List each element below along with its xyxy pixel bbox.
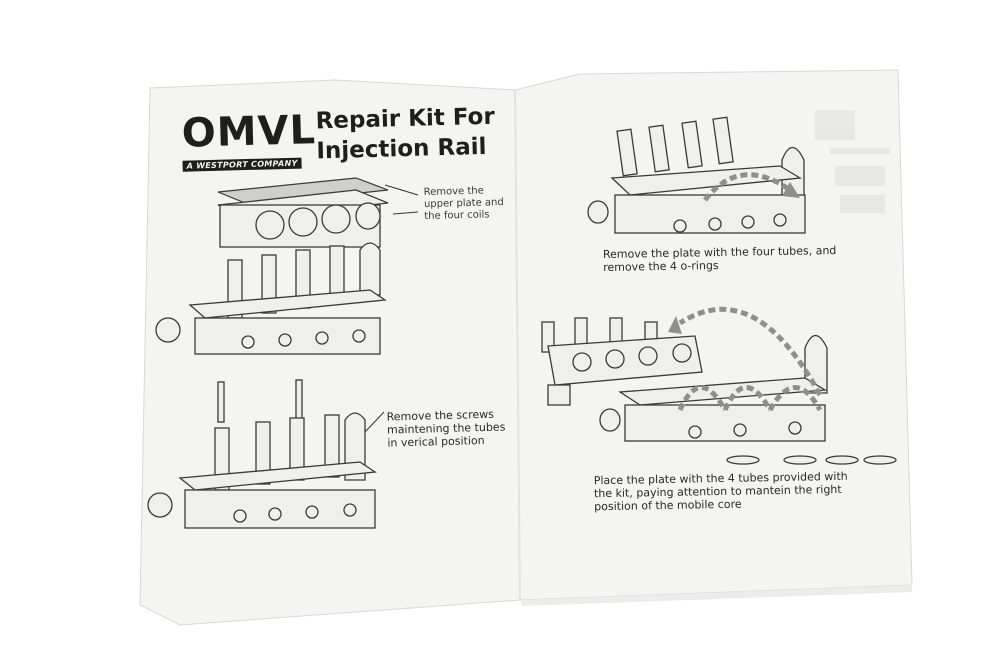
step-4-caption: Place the plate with the 4 tubes provide…: [593, 469, 848, 514]
title-line-2: Injection Rail: [316, 133, 487, 165]
title-line-1: Repair Kit For: [315, 103, 496, 135]
document-title: Repair Kit For Injection Rail: [315, 102, 496, 167]
illustration-remove-screws: [147, 379, 385, 529]
step-3-caption: Remove the plate with the four tubes, an…: [602, 243, 837, 275]
step-1-caption: Remove the upper plate and the four coil…: [423, 185, 504, 223]
illustration-place-plate: [541, 306, 897, 465]
brand-name: OMVL™: [181, 107, 327, 157]
step-2-caption: Remove the screws maintening the tubes i…: [386, 407, 506, 450]
omvl-logo: OMVL™ A WESTPORT COMPANY: [181, 107, 327, 172]
brand-tagline: A WESTPORT COMPANY: [182, 157, 302, 172]
illustration-remove-plate: [587, 116, 806, 234]
bleed-through-text: [815, 110, 890, 213]
illustration-coils-removed: [155, 177, 419, 355]
